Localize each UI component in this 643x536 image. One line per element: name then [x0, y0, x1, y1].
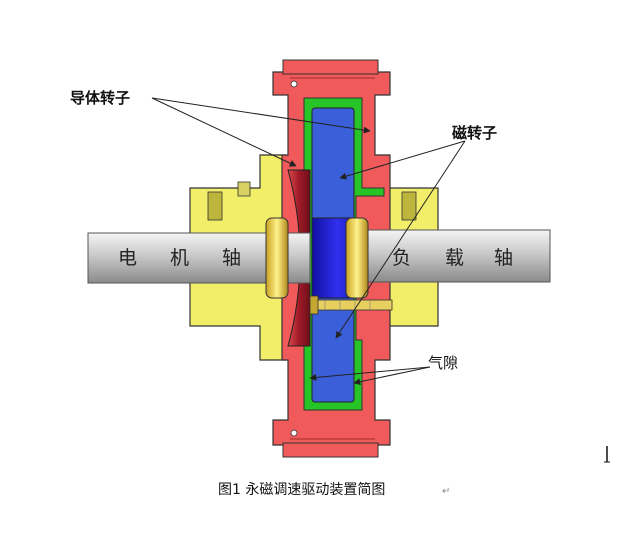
magnetic-rotor-leader-2 [335, 140, 466, 339]
air-gap-label: 气隙 [428, 354, 458, 372]
air-gap-leader-2 [353, 366, 431, 386]
conductor-rotor-label: 导体转子 [70, 89, 130, 107]
air-gap-leader-1 [309, 366, 431, 381]
paragraph-mark: ↵ [442, 486, 450, 497]
magnetic-rotor-label: 磁转子 [452, 124, 497, 142]
shaft-collar-right [345, 217, 369, 299]
motor-shaft-char-3: 轴 [222, 247, 241, 269]
magnetic-rotor-leader-1 [339, 140, 466, 180]
conductor-rotor-leader-1 [151, 97, 297, 167]
load-shaft-char-3: 轴 [494, 247, 513, 269]
shaft-collar-left [265, 217, 289, 299]
conductor-rotor-leader-2 [151, 97, 371, 134]
motor-shaft-char-2: 机 [170, 247, 189, 269]
load-shaft-char-2: 载 [445, 247, 464, 269]
motor-shaft-char-1: 电 [118, 247, 137, 269]
load-shaft-char-1: 负 [392, 247, 411, 269]
load-shaft [355, 229, 551, 283]
figure-caption: 图1 永磁调速驱动装置简图 [218, 481, 385, 498]
bolt [309, 295, 393, 315]
